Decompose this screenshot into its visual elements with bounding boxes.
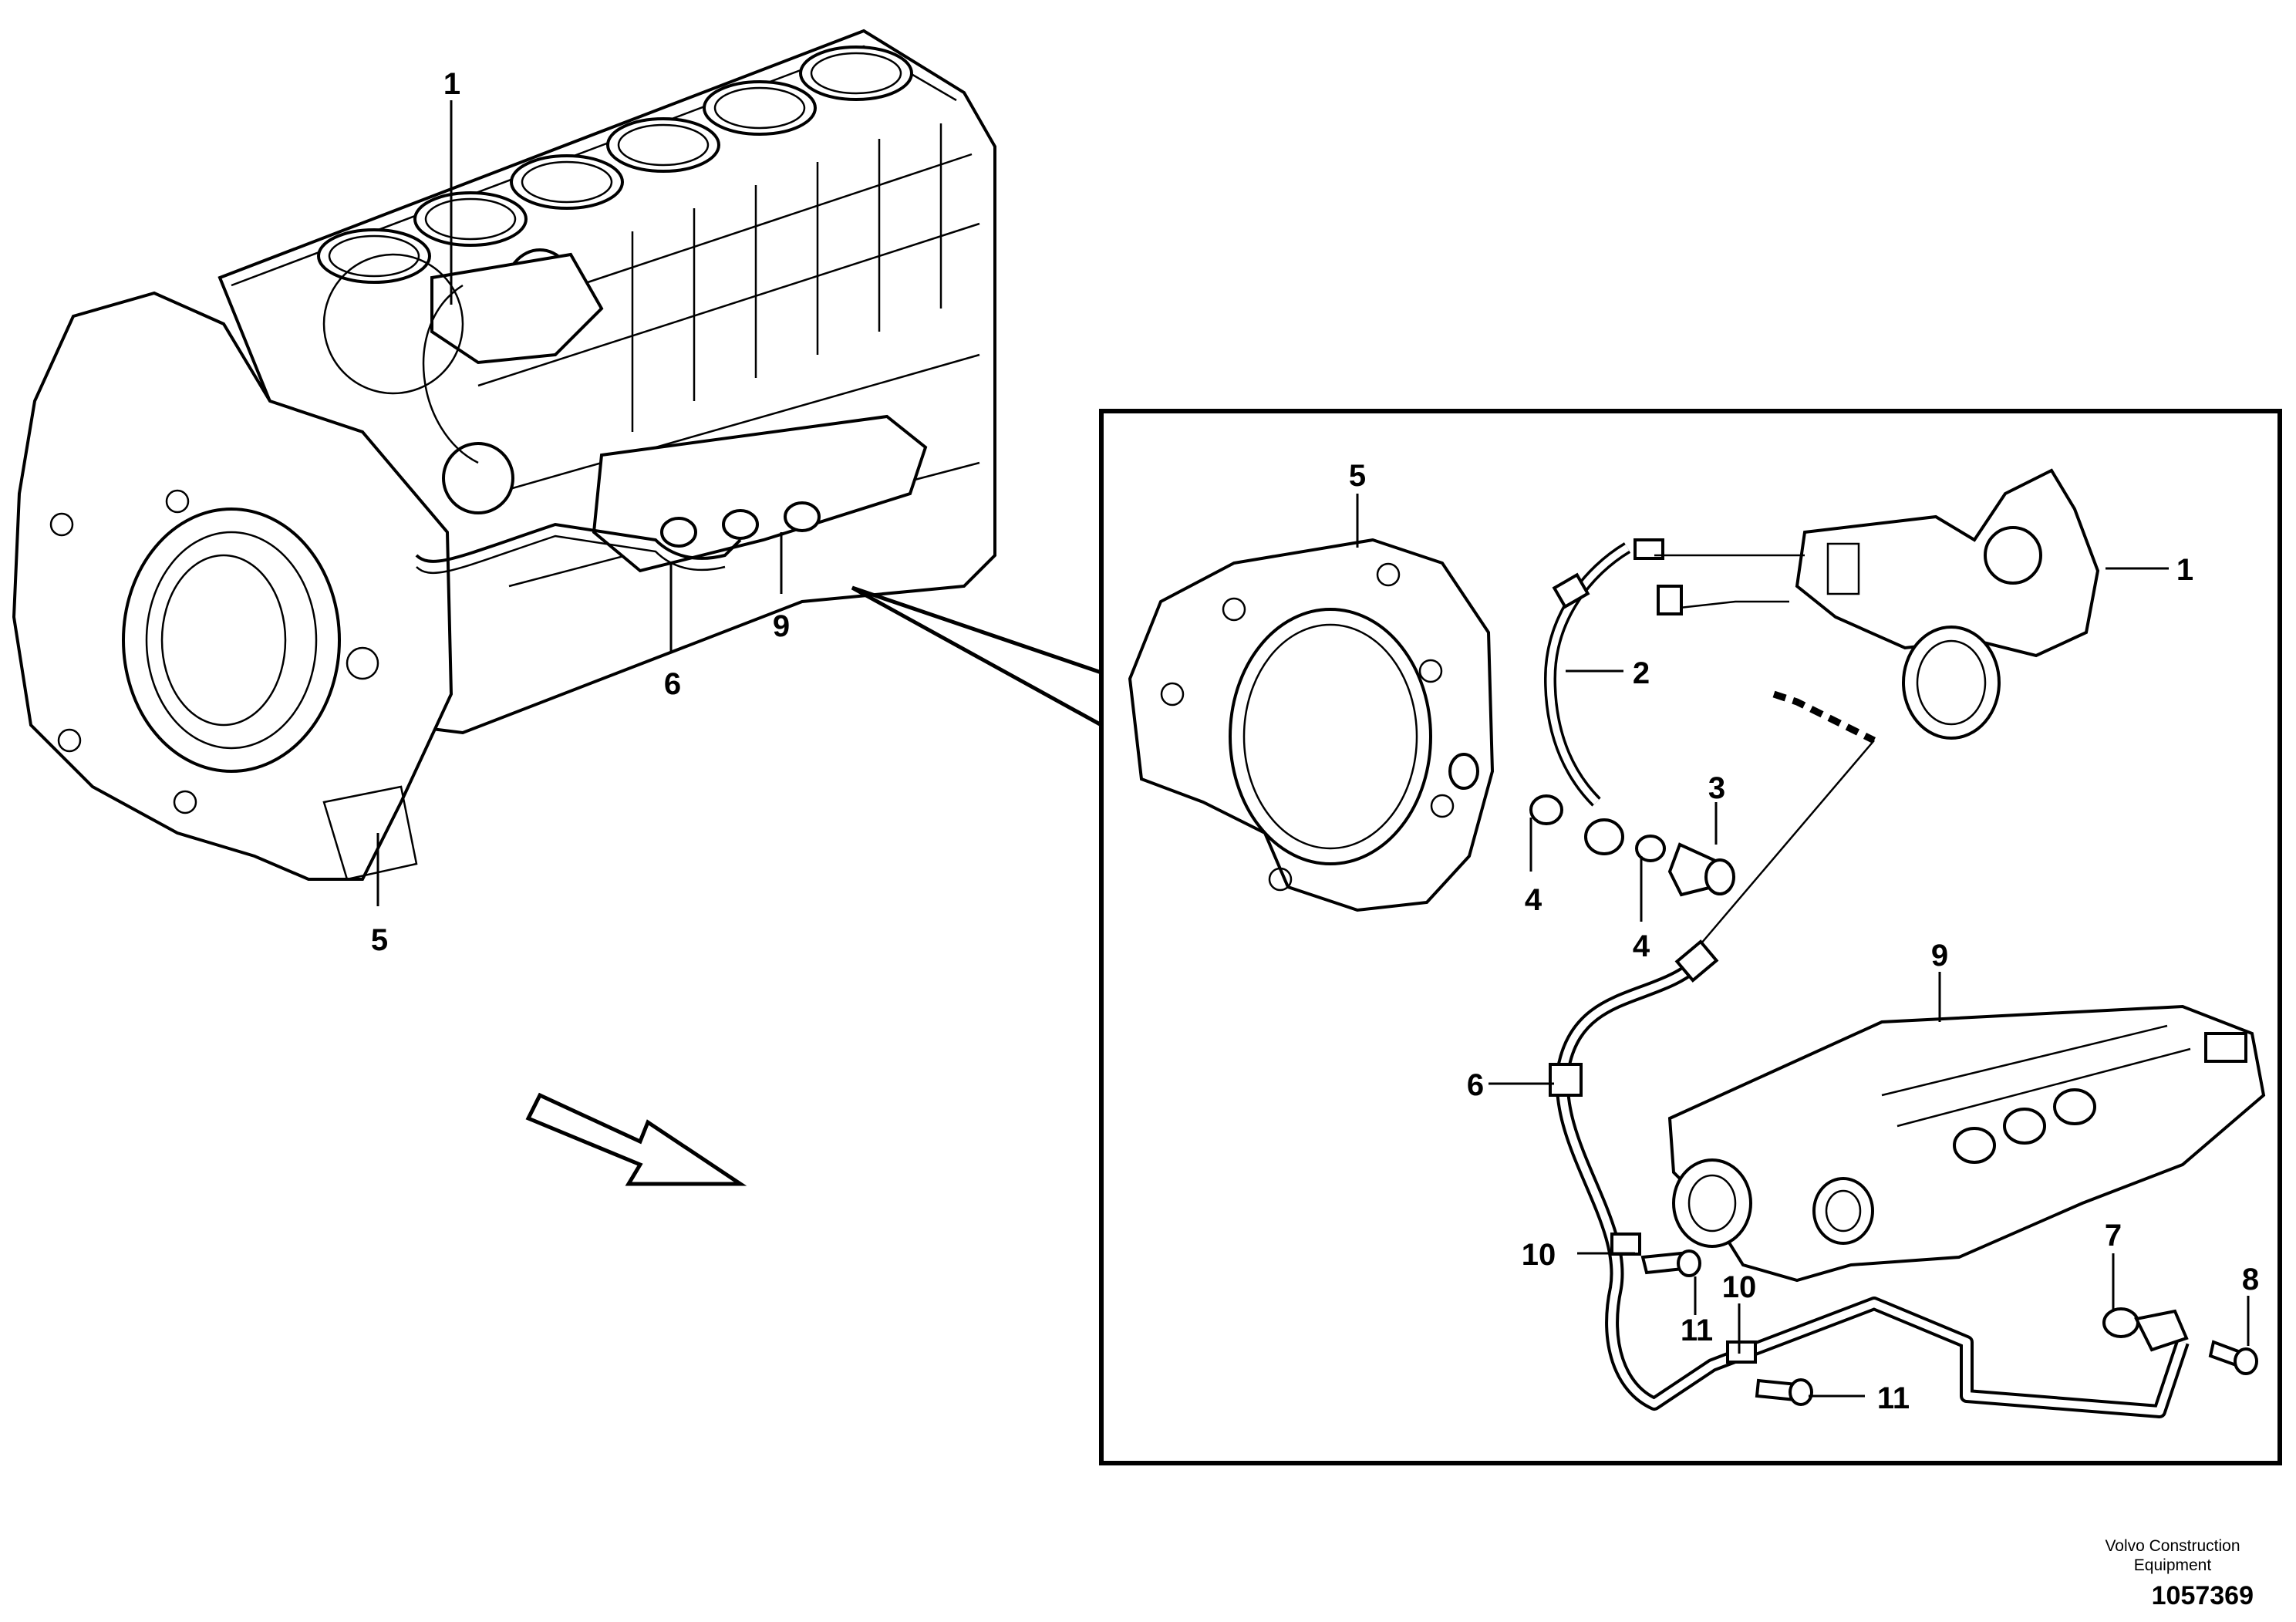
detail-callouts: 1 2 3 4 4 5 6 7 8 9 10 10 11 11 [1349,459,2259,1415]
cylinder-bores [317,46,913,284]
callout-11b-detail: 11 [1877,1381,1910,1415]
plug-3 [1667,842,1735,897]
callout-4b-detail: 4 [1633,929,1650,963]
detail-pointer-wedge [851,585,1103,727]
hose-2 [1529,538,1666,862]
actuator-overview [322,248,604,514]
callout-1-overview: 1 [443,67,460,101]
assembly-line-dashed [1772,690,1876,744]
overview-leaders [376,100,783,906]
flywheel-housing-detail [1128,538,1495,912]
actuator-detail [1654,468,2100,740]
callout-7-detail: 7 [2105,1219,2122,1253]
illustration-number: 1057369 [2151,1581,2254,1610]
callout-9-overview: 9 [773,609,790,643]
brand-line-1: Volvo Construction [2105,1537,2240,1555]
callout-11a-detail: 11 [1681,1313,1713,1347]
direction-arrow-icon [525,1092,747,1186]
callout-9-detail: 9 [1931,939,1948,973]
callout-2-detail: 2 [1633,656,1650,690]
bolt-11-upper [1640,1249,1701,1277]
callout-6-detail: 6 [1467,1068,1484,1102]
bolt-8 [2208,1340,2258,1375]
callout-4a-detail: 4 [1525,883,1542,917]
detail-frame [1099,409,2282,1465]
flywheel-housing-overview [12,291,453,881]
callout-5-detail: 5 [1349,459,1366,493]
overview-callouts: 1 5 6 9 [371,67,790,957]
callout-10a-detail: 10 [1522,1238,1556,1272]
brand-line-2: Equipment [2133,1556,2212,1574]
oil-pump-detail [1667,1004,2266,1283]
callout-8-detail: 8 [2242,1263,2259,1297]
callout-6-overview: 6 [664,667,681,701]
engine-block-overview [12,29,996,881]
brand-label: Volvo Construction Equipment [2088,1536,2257,1575]
oil-pump-overview [415,414,928,575]
callout-1-detail: 1 [2176,553,2193,587]
bolt-11-lower [1755,1378,1813,1406]
callout-5-overview: 5 [371,923,388,957]
callout-3-detail: 3 [1708,771,1725,805]
detail-leaders [1356,494,2250,1398]
callout-10b-detail: 10 [1722,1270,1757,1304]
